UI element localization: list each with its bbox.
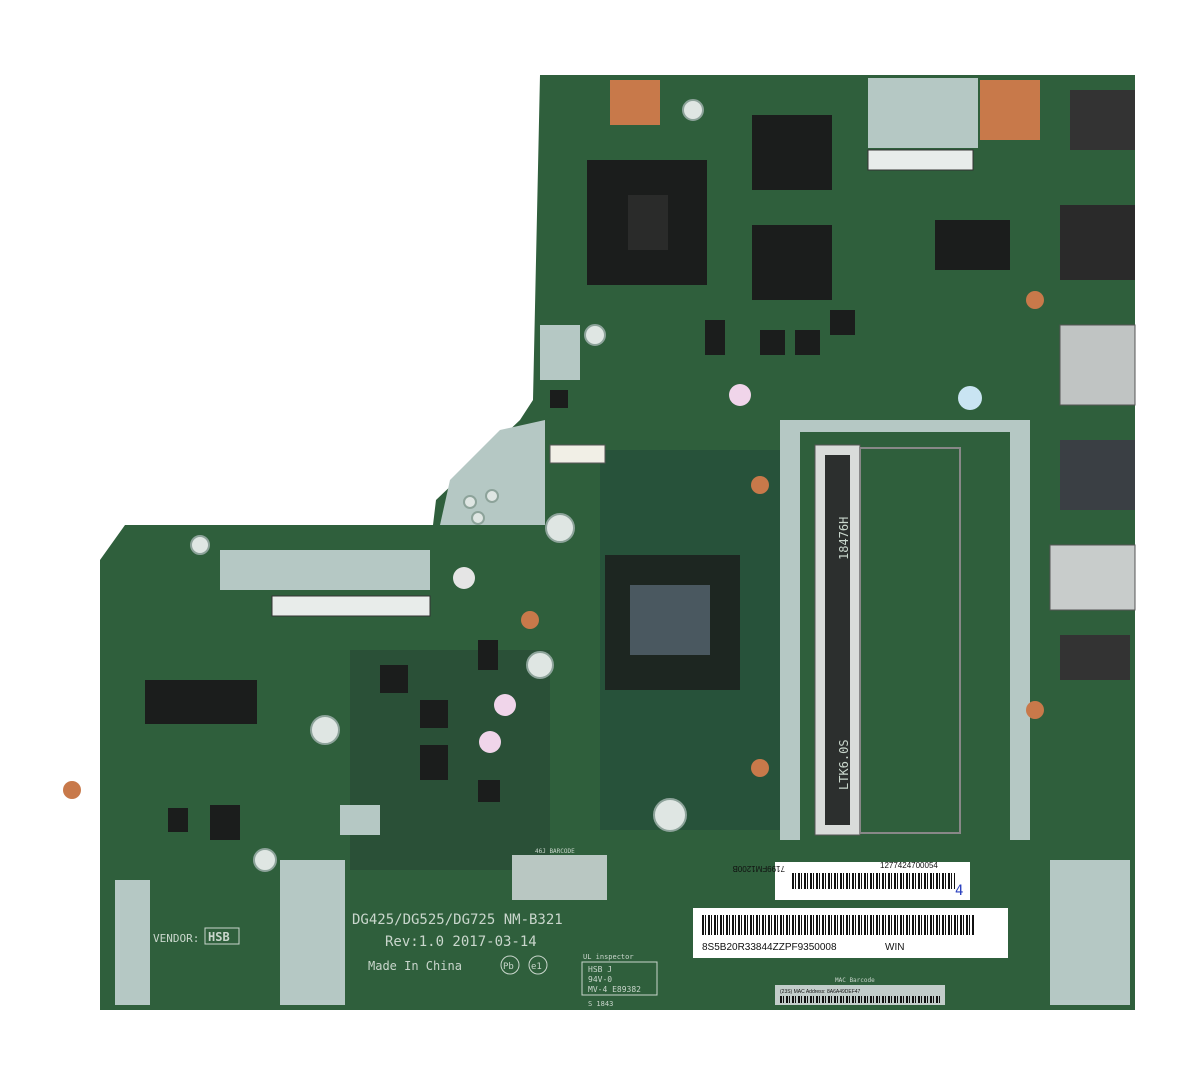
mac-label: MAC Barcode (23S) MAC Address: 8A6A49DEF… xyxy=(775,977,945,1005)
m2-slot xyxy=(145,680,257,724)
copper-pads xyxy=(63,80,1044,799)
ribbon-connector xyxy=(271,595,431,617)
fru-text: 8S5B20R33844ZZPF9350008 xyxy=(702,942,837,953)
display-connector xyxy=(867,149,974,171)
board-origin: Made In China xyxy=(368,959,462,973)
vendor-value: HSB xyxy=(208,930,230,944)
e1-mark: e1 xyxy=(531,962,542,972)
cpu-die xyxy=(630,585,710,655)
ul-box: UL inspector HSB J 94V-0 MV-4 E89382 S 1… xyxy=(581,953,658,1008)
dimm-mark: LTK6.0S xyxy=(837,739,851,790)
serial-label: 7199FM1200B 1277424700054 4 xyxy=(733,861,970,900)
ul-line2: 94V-0 xyxy=(588,975,612,984)
usb-port xyxy=(1060,440,1135,510)
ethernet-port xyxy=(1060,205,1135,280)
pb-free-mark: Pb xyxy=(503,962,514,972)
dimm-code: 18476H xyxy=(837,517,851,560)
fru-os: WIN xyxy=(885,942,904,953)
vram-chip xyxy=(752,115,832,190)
fru-label: 8S5B20R33844ZZPF9350008 WIN xyxy=(693,908,1008,958)
e1-icon xyxy=(528,955,548,975)
audio-jack-port xyxy=(1060,635,1130,680)
board-revision: Rev:1.0 2017-03-14 xyxy=(385,934,537,950)
screw-holes xyxy=(190,99,704,872)
capacitors xyxy=(453,384,982,753)
barcode-46j-area xyxy=(512,855,607,900)
ul-line3: MV-4 E89382 xyxy=(588,985,641,994)
pb-free-icon xyxy=(500,955,520,975)
audio-jack-port xyxy=(1070,90,1135,150)
mac-text: (23S) MAC Address: 8A6A49DEF47 xyxy=(780,989,861,995)
ul-date: S 1843 xyxy=(588,1000,613,1008)
dimm-slot xyxy=(814,444,961,836)
ic-components xyxy=(168,220,1010,840)
barcode-46j-title: 46J BARCODE xyxy=(535,848,575,855)
board-model: DG425/DG525/DG725 NM-B321 xyxy=(352,912,563,928)
fan-connector xyxy=(549,444,606,464)
gpu-die xyxy=(628,195,668,250)
vram-chip xyxy=(752,225,832,300)
serial-text: 7199FM1200B xyxy=(733,864,785,873)
hdmi-port xyxy=(1059,324,1136,406)
ul-title: UL inspector xyxy=(583,953,634,961)
ul-line1: HSB J xyxy=(588,965,612,974)
handwritten-mark: 4 xyxy=(955,883,963,899)
mac-title: MAC Barcode xyxy=(835,977,875,984)
io-ports xyxy=(1049,90,1136,680)
vendor-label: VENDOR: xyxy=(153,932,199,945)
usb-port xyxy=(1049,544,1136,611)
serial-text-2: 1277424700054 xyxy=(880,861,938,870)
